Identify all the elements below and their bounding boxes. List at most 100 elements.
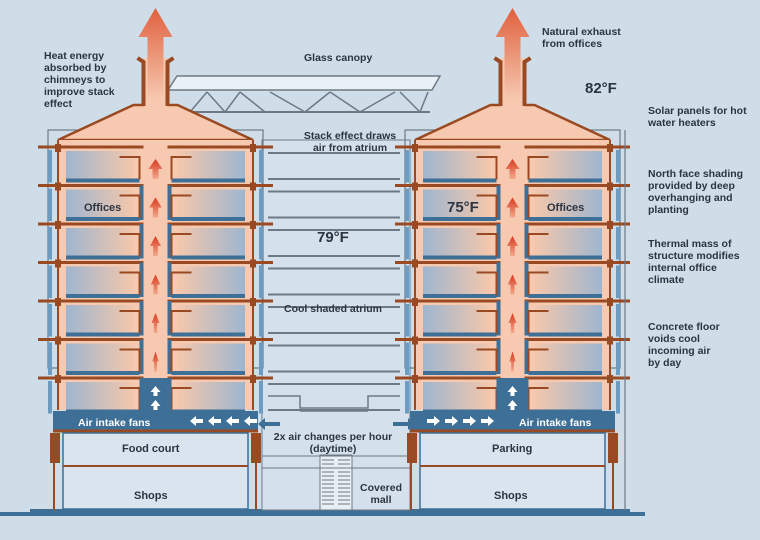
left-tower-glazing — [48, 227, 52, 260]
left-tower-riser-duct — [167, 224, 172, 259]
right-tower-stack-arrow-icon — [505, 159, 520, 179]
right-tower-stack-arrow-icon — [506, 197, 519, 218]
right-tower-glazing — [616, 304, 620, 337]
right-tower-riser-duct — [524, 301, 529, 336]
right-tower-intake-arrow-icon — [507, 400, 518, 410]
temperature-atrium: 79°F — [317, 229, 349, 246]
left-tower-vent — [119, 348, 141, 372]
left-tower-office-room — [177, 189, 245, 220]
left-tower-vent — [119, 310, 141, 334]
right-tower-floor-void — [528, 217, 602, 221]
left-tower-floor-void — [171, 255, 245, 260]
escalator — [319, 454, 353, 511]
right-tower-glazing — [405, 381, 409, 414]
right-tower-glazing — [616, 227, 620, 260]
right-tower-intake-arrow-icon — [507, 386, 518, 396]
left-tower-intake-arrow-icon — [150, 400, 161, 410]
left-tower-floor-void — [171, 371, 245, 375]
right-tower-vent — [476, 194, 498, 218]
right-tower-vent — [527, 271, 549, 295]
canopy-truss-member — [419, 91, 429, 113]
right-tower-office-room — [534, 343, 602, 374]
right-tower-floor-void — [423, 217, 497, 221]
right-tower-chimney-wall — [493, 56, 503, 106]
right-tower-floor-void — [528, 255, 602, 260]
right-tower-floor-void — [528, 294, 602, 298]
label-air-intake-left: Air intake fans — [78, 417, 151, 429]
left-tower-riser-duct — [167, 185, 172, 220]
left-tower-office-room — [66, 382, 134, 413]
right-tower-stack-arrow-icon — [508, 313, 517, 333]
right-tower-office-room — [423, 305, 491, 336]
left-tower-vent — [170, 194, 192, 218]
right-tower-vent — [527, 348, 549, 372]
left-tower-pier — [251, 433, 261, 463]
callout-stack-effect: Stack effect draws air from atrium — [303, 130, 397, 154]
right-tower-stack-arrow-icon — [509, 351, 516, 372]
right-tower-office-room — [534, 266, 602, 297]
left-tower-stack-arrow-icon — [151, 313, 160, 333]
left-tower-riser-duct — [139, 185, 144, 220]
left-tower-stack-arrow-icon — [149, 197, 162, 218]
label-food-court: Food court — [122, 443, 180, 455]
right-tower-vent — [527, 156, 549, 180]
callout-heat-energy: Heat energy absorbed by chimneys to impr… — [44, 50, 115, 110]
left-tower-intake-arrow-icon — [150, 386, 161, 396]
left-tower-vent — [170, 348, 192, 372]
left-tower-vent — [170, 310, 192, 334]
right-tower-glazing — [616, 188, 620, 221]
label-shops-right: Shops — [494, 490, 528, 502]
right-tower-exhaust-arrow-icon — [495, 8, 530, 100]
right-tower-glazing — [405, 342, 409, 375]
right-tower-floor-void — [423, 255, 497, 260]
left-tower-glazing — [259, 227, 263, 260]
left-tower-glazing — [259, 150, 263, 183]
label-shops-left: Shops — [134, 490, 168, 502]
right-tower-office-room — [534, 305, 602, 336]
right-tower-floor-void — [423, 294, 497, 298]
left-tower-glazing — [259, 342, 263, 375]
right-tower-floor-void — [528, 371, 602, 375]
left-tower-stack-arrow-icon — [148, 159, 163, 179]
right-tower-riser-duct — [496, 185, 501, 220]
canopy-truss-member — [224, 91, 241, 113]
right-tower-riser-duct — [496, 262, 501, 297]
right-tower-vent — [476, 156, 498, 180]
left-tower-riser-duct — [139, 301, 144, 336]
left-tower-vent — [119, 271, 141, 295]
canopy-truss-member — [359, 91, 396, 113]
left-tower-floor-void — [66, 255, 140, 260]
right-tower-floor-void — [423, 178, 497, 183]
right-tower-stack-arrow-icon — [507, 274, 518, 295]
left-tower-riser-duct — [139, 262, 144, 297]
label-offices-left: Offices — [84, 202, 122, 214]
left-tower-riser-duct — [167, 339, 172, 374]
right-tower-vent — [527, 233, 549, 257]
ground-slab-upper — [30, 509, 630, 513]
right-tower-fan-arrow-icon — [427, 416, 440, 426]
left-tower-glazing — [259, 381, 263, 414]
left-tower-riser-duct — [167, 301, 172, 336]
label-offices-right: Offices — [547, 202, 585, 214]
left-tower-glazing — [48, 342, 52, 375]
temperature-offices: 75°F — [447, 199, 479, 216]
right-tower-vent — [476, 233, 498, 257]
right-tower-riser-duct — [524, 185, 529, 220]
callout-air-changes: 2x air changes per hour (daytime) — [273, 431, 393, 455]
right-tower-vent — [476, 271, 498, 295]
left-tower-glazing — [48, 381, 52, 414]
right-tower-floor-void — [423, 371, 497, 375]
right-tower-glazing — [616, 342, 620, 375]
left-tower-office-room — [177, 151, 245, 182]
right-tower-office-room — [534, 228, 602, 259]
temperature-outside: 82°F — [585, 80, 617, 97]
ground-slab — [0, 512, 645, 516]
label-covered-mall: Covered mall — [359, 482, 402, 506]
right-tower-vent — [527, 194, 549, 218]
left-tower-floor-void — [66, 332, 140, 337]
left-tower-chimney-wall — [165, 56, 175, 106]
left-tower-floor-void — [66, 217, 140, 221]
right-tower-pier — [608, 433, 618, 463]
left-tower-office-room — [66, 151, 134, 182]
right-tower-office-room — [423, 151, 491, 182]
